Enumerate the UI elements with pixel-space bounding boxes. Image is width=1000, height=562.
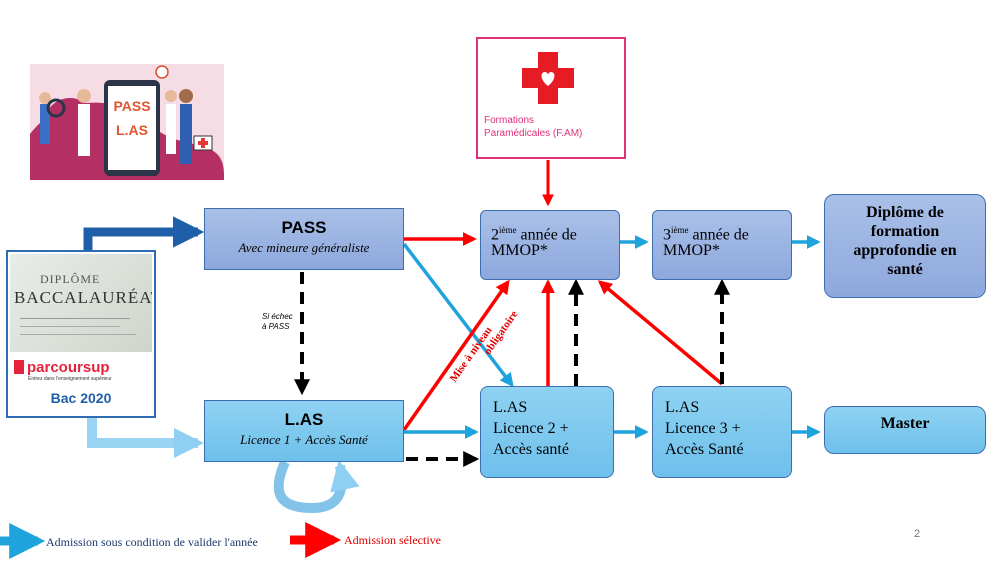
arrow-bac-to-las [87,418,204,458]
medical-cross-icon [518,48,578,108]
diplome-line3: approfondie en [853,242,957,259]
fam-box: Formations Paramédicales (F.AM) [476,37,626,159]
echec-label-line1: Si échec [262,312,293,321]
las2-line1: L.AS [493,399,528,416]
echec-label-line2: à PASS [262,322,290,331]
las3-text: L.AS Licence 3 + Accès Santé [665,397,744,460]
mmop3-line1: 3ième année de [663,221,749,244]
las-box: L.AS Licence 1 + Accès Santé [204,400,404,462]
parcoursup-tagline: Entrez dans l'enseignement supérieur [28,376,112,382]
diplome-text: Diplôme de formation approfondie en sant… [825,203,985,279]
mmop3-rest: année de [688,226,749,244]
arrow-bac-to-pass [83,216,205,250]
bac-box: DIPLÔME BACCALAURÉAT parcoursup Entrez d… [6,250,156,418]
diploma-photo: DIPLÔME BACCALAURÉAT [10,254,152,352]
page-number: 2 [914,528,921,540]
pass-subtitle: Avec mineure généraliste [238,240,370,255]
las-title: L.AS [284,410,324,429]
las3-line3: Accès Santé [665,441,744,458]
mmop3-box: 3ième année de MMOP* [652,210,792,280]
las2-line2: Licence 2 + [493,420,569,437]
diplome-line4: santé [887,261,923,278]
las3-box: L.AS Licence 3 + Accès Santé [652,386,792,478]
mmop2-rest: année de [516,226,577,244]
master-label: Master [880,415,930,432]
illustration-text-pass: PASS [113,98,151,114]
mmop3-sup: ième [671,225,689,235]
master-box: Master [824,406,986,454]
arrow-pass-to-las2 [402,242,514,388]
diplome-line1: Diplôme de [866,204,944,221]
parcoursup-brand: parcoursup [27,358,110,376]
arrow-las-self-loop [273,460,360,514]
mmop3-line2: MMOP* [663,242,720,259]
fam-label-line1: Formations [484,115,535,126]
pass-las-illustration: PASS L.AS [30,64,224,180]
mmop2-prefix: 2 [491,226,499,244]
illustration-text-las: L.AS [116,122,148,138]
las2-text: L.AS Licence 2 + Accès santé [493,397,569,460]
bac-label: Bac 2020 [50,390,112,406]
mmop2-line1: 2ième année de [491,221,577,244]
legend-blue-label: Admission sous condition de valider l'an… [46,535,258,549]
mmop2-box: 2ième année de MMOP* [480,210,620,280]
parcoursup-logo: parcoursup Entrez dans l'enseignement su… [14,358,150,382]
las3-line1: L.AS [665,399,700,416]
diplome-line2: formation [870,223,940,240]
las2-box: L.AS Licence 2 + Accès santé [480,386,614,478]
diplome-box: Diplôme de formation approfondie en sant… [824,194,986,298]
echec-label: Si échec à PASS [262,312,302,332]
diploma-photo-line1: DIPLÔME [40,272,101,286]
arrow-las-to-mmop2 [402,279,510,432]
legend-red-label: Admission sélective [344,533,441,547]
diploma-photo-line2: BACCALAURÉAT [14,288,152,307]
pass-box: PASS Avec mineure généraliste [204,208,404,270]
illustration-art [30,65,224,180]
fam-label-line2: Paramédicales (F.AM) [484,128,583,139]
las-subtitle: Licence 1 + Accès Santé [240,432,368,447]
las2-line3: Accès santé [493,441,569,458]
arrow-las3-to-mmop2 [597,280,724,386]
mmop3-prefix: 3 [663,226,671,244]
pass-title: PASS [281,218,327,237]
mmop2-sup: ième [499,225,517,235]
parcoursup-mark-icon [14,360,24,375]
mmop2-line2: MMOP* [491,242,548,259]
las3-line2: Licence 3 + [665,420,741,437]
